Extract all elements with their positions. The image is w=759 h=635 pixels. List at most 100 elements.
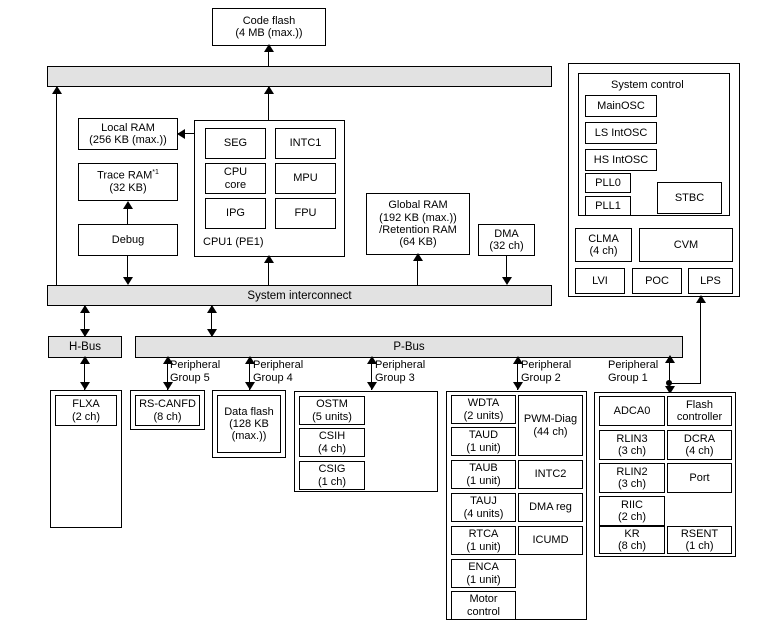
arrow-down-group5 bbox=[163, 382, 173, 390]
connector-interconnect-flashif-left bbox=[56, 87, 58, 285]
junction-dot-group1 bbox=[666, 380, 672, 386]
peripheral-group-2-label: Peripheral Group 2 bbox=[521, 359, 572, 384]
arrow-down-pbus-link bbox=[207, 329, 217, 337]
connector-debug-interconnect bbox=[127, 256, 129, 278]
connector-hbus-flxa bbox=[84, 358, 86, 390]
rlin2-block: RLIN2 (3 ch) bbox=[599, 463, 665, 493]
arrow-down-hbus-link bbox=[80, 329, 90, 337]
connector-pbus-group4 bbox=[249, 358, 251, 390]
connector-cpu1-flashif bbox=[268, 87, 270, 120]
peripheral-group-4-label: Peripheral Group 4 bbox=[253, 359, 304, 384]
kr-block: KR (8 ch) bbox=[599, 526, 665, 554]
icumd-block: ICUMD bbox=[518, 526, 583, 555]
dcra-block: DCRA (4 ch) bbox=[667, 430, 732, 460]
p-bus-bar: P-Bus bbox=[135, 336, 683, 358]
cpu-block-cpu-core: CPU core bbox=[205, 163, 266, 194]
debug-block: Debug bbox=[78, 224, 178, 256]
rlin3-block: RLIN3 (3 ch) bbox=[599, 430, 665, 460]
ls-intosc-block: LS IntOSC bbox=[585, 122, 657, 144]
system-control-title: System control bbox=[611, 79, 684, 91]
port-block: Port bbox=[667, 463, 732, 493]
arrow-up-group2 bbox=[513, 356, 523, 364]
cvm-block: CVM bbox=[639, 228, 733, 262]
cpu1-label: CPU1 (PE1) bbox=[203, 236, 264, 248]
connector-interconnect-globalram bbox=[417, 255, 419, 285]
connector-debug-traceram bbox=[127, 203, 129, 224]
arrow-down-group4 bbox=[245, 382, 255, 390]
trace-ram-size: (32 KB) bbox=[109, 182, 147, 195]
code-flash-block: Code flash (4 MB (max.)) bbox=[212, 8, 326, 46]
arrow-up-flashif-cpu bbox=[264, 86, 274, 94]
stbc-block: STBC bbox=[657, 182, 722, 214]
connector-pbus-syscontrol-horizontal bbox=[669, 383, 701, 385]
wdta-block: WDTA (2 units) bbox=[451, 395, 516, 424]
connector-pbus-syscontrol-vertical bbox=[700, 297, 702, 384]
connector-cpu1-localram bbox=[178, 133, 196, 135]
arrow-down-group1 bbox=[665, 386, 675, 394]
ostm-block: OSTM (5 units) bbox=[299, 396, 365, 425]
connector-interconnect-pbus bbox=[211, 306, 213, 336]
trace-ram-label: Trace RAM*1 bbox=[97, 169, 159, 183]
connector-pbus-group5 bbox=[167, 358, 169, 390]
rs-canfd-block: RS-CANFD (8 ch) bbox=[135, 395, 200, 426]
data-flash-block: Data flash (128 KB (max.)) bbox=[217, 395, 281, 453]
connector-pbus-group3 bbox=[371, 358, 373, 390]
taub-block: TAUB (1 unit) bbox=[451, 460, 516, 489]
arrow-up-hbus-link bbox=[80, 305, 90, 313]
connector-codeflash-flashif bbox=[268, 46, 270, 66]
cpu-block-fpu: FPU bbox=[275, 198, 336, 229]
arrow-down-group2 bbox=[513, 382, 523, 390]
enca-block: ENCA (1 unit) bbox=[451, 559, 516, 588]
taud-block: TAUD (1 unit) bbox=[451, 427, 516, 456]
arrow-down-debug-interconnect bbox=[123, 277, 133, 285]
flash-interface-bar bbox=[47, 66, 552, 87]
dma-block: DMA (32 ch) bbox=[478, 224, 535, 256]
arrow-down-flxa bbox=[80, 382, 90, 390]
trace-ram-block: Trace RAM*1 (32 KB) bbox=[78, 163, 178, 201]
adca0-block: ADCA0 bbox=[599, 396, 665, 426]
peripheral-group-1-label: Peripheral Group 1 bbox=[608, 359, 659, 384]
trace-ram-footnote-marker: *1 bbox=[152, 169, 159, 177]
hs-intosc-block: HS IntOSC bbox=[585, 149, 657, 171]
connector-group1-riser bbox=[669, 358, 671, 388]
arrow-up-cpu1 bbox=[264, 255, 274, 263]
global-ram-block: Global RAM (192 KB (max.)) /Retention RA… bbox=[366, 193, 470, 255]
motor-control-block: Motor control bbox=[451, 591, 516, 620]
poc-block: POC bbox=[632, 268, 682, 294]
connector-interconnect-cpu1 bbox=[268, 257, 270, 285]
cpu-block-ipg: IPG bbox=[205, 198, 266, 229]
arrow-up-pbus-link bbox=[207, 305, 217, 313]
arrow-left-localram bbox=[177, 129, 185, 139]
peripheral-group-3-label: Peripheral Group 3 bbox=[375, 359, 426, 384]
flxa-block: FLXA (2 ch) bbox=[55, 395, 117, 426]
clma-block: CLMA (4 ch) bbox=[575, 228, 632, 262]
rsent-block: RSENT (1 ch) bbox=[667, 526, 732, 554]
lps-block: LPS bbox=[688, 268, 733, 294]
system-interconnect-bar: System interconnect bbox=[47, 285, 552, 306]
connector-dma-interconnect bbox=[506, 256, 508, 278]
cpu-block-mpu: MPU bbox=[275, 163, 336, 194]
local-ram-block: Local RAM (256 KB (max.)) bbox=[78, 118, 178, 150]
h-bus-bar: H-Bus bbox=[48, 336, 122, 358]
connector-pbus-group2 bbox=[517, 358, 519, 390]
csig-block: CSIG (1 ch) bbox=[299, 461, 365, 490]
arrow-up-flxa bbox=[80, 356, 90, 364]
tauj-block: TAUJ (4 units) bbox=[451, 493, 516, 522]
connector-interconnect-hbus bbox=[84, 306, 86, 336]
mainosc-block: MainOSC bbox=[585, 95, 657, 117]
arrow-up-flashif-left bbox=[52, 86, 62, 94]
lvi-block: LVI bbox=[575, 268, 625, 294]
peripheral-group-5-label: Peripheral Group 5 bbox=[170, 359, 221, 384]
intc2-block: INTC2 bbox=[518, 460, 583, 489]
csih-block: CSIH (4 ch) bbox=[299, 428, 365, 457]
arrow-up-group3 bbox=[367, 356, 377, 364]
arrow-up-globalram bbox=[413, 253, 423, 261]
riic-block: RIIC (2 ch) bbox=[599, 496, 665, 526]
flash-controller-block: Flash controller bbox=[667, 396, 732, 426]
pll0-block: PLL0 bbox=[585, 173, 631, 193]
pwm-diag-block: PWM-Diag (44 ch) bbox=[518, 395, 583, 456]
arrow-up-traceram bbox=[123, 201, 133, 209]
arrow-down-group3 bbox=[367, 382, 377, 390]
rtca-block: RTCA (1 unit) bbox=[451, 526, 516, 555]
